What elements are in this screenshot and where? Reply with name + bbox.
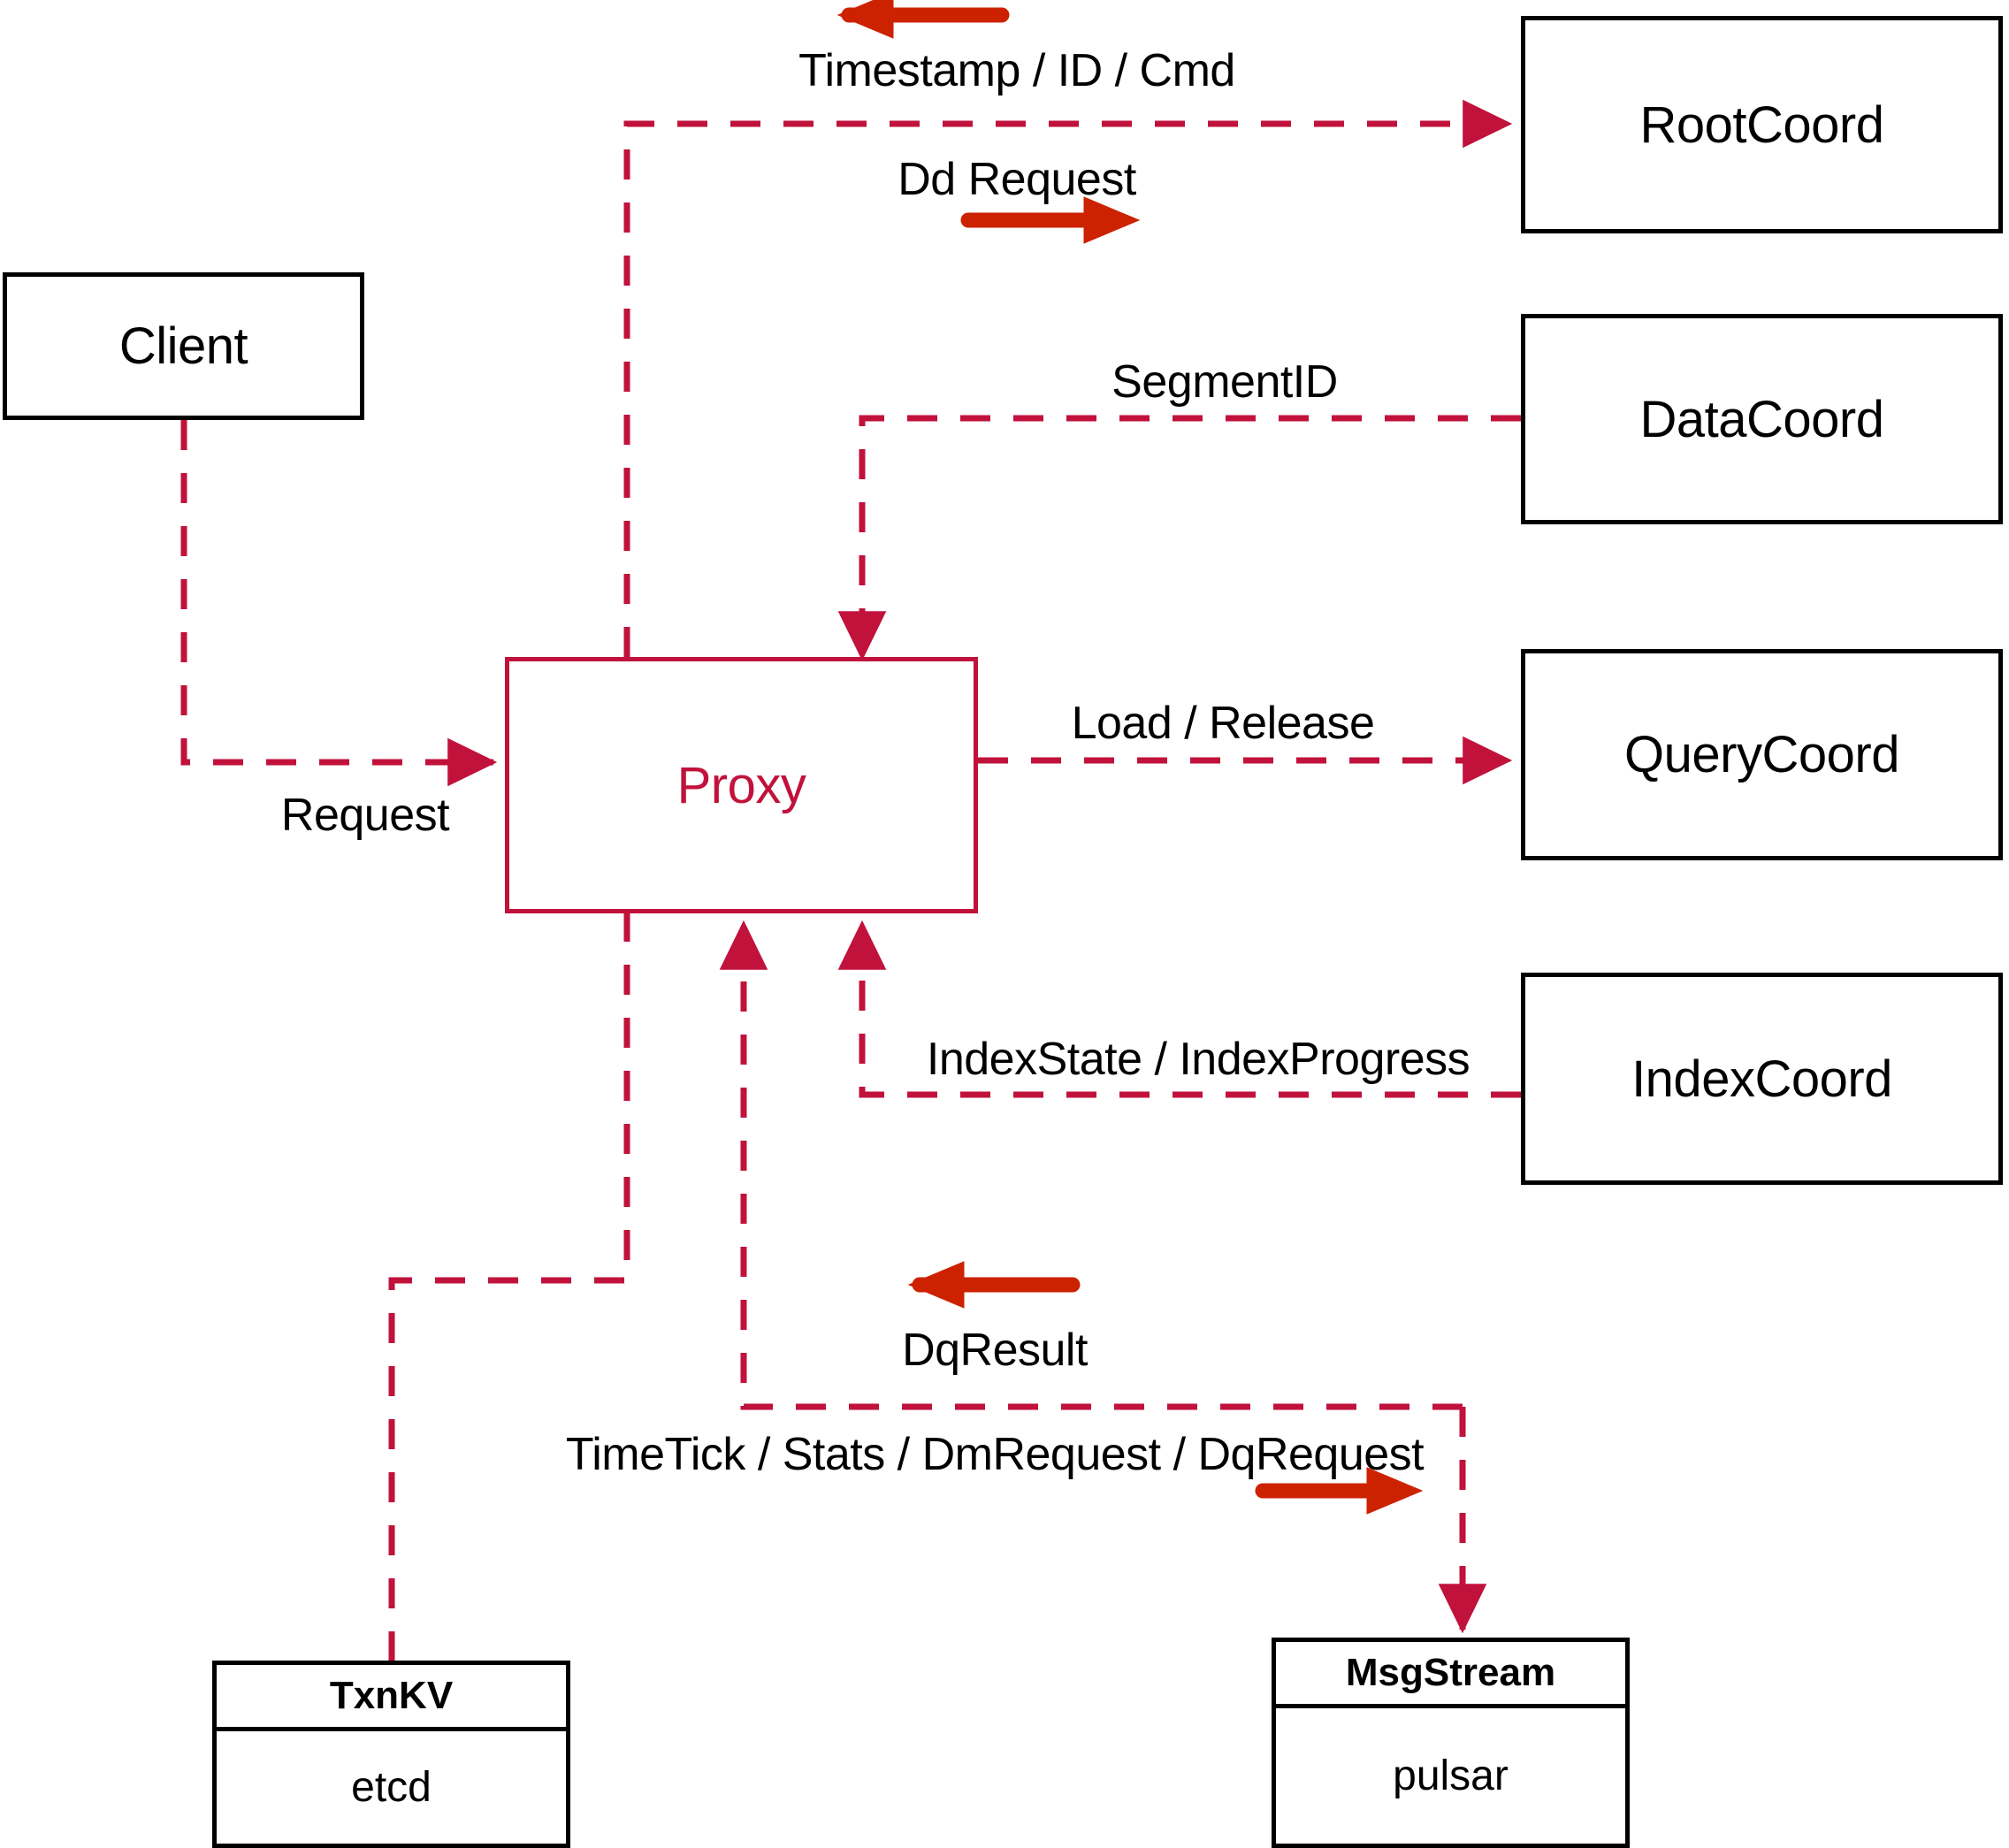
node-proxy[interactable]: Proxy [505, 657, 978, 913]
node-client[interactable]: Client [3, 272, 364, 420]
edge-label-segment-id: SegmentID [1111, 356, 1338, 408]
node-datacoord-label: DataCoord [1639, 390, 1884, 448]
node-querycoord-label: QueryCoord [1624, 726, 1899, 783]
arrow-timetick-right [1255, 1467, 1424, 1515]
edge-label-index-state-progress: IndexState / IndexProgress [926, 1034, 1470, 1085]
edge-label-timestamp-id-cmd: Timestamp / ID / Cmd [798, 45, 1235, 96]
node-querycoord[interactable]: QueryCoord [1521, 649, 2003, 860]
edge-label-timetick-stats: TimeTick / Stats / DmRequest / DqRequest [565, 1429, 1425, 1480]
node-indexcoord[interactable]: IndexCoord [1521, 973, 2003, 1185]
edge-msgstream-proxy [719, 920, 1463, 1410]
arrow-timestamp-left [836, 0, 1010, 39]
arrow-dqresult-left [907, 1261, 1081, 1309]
node-txnkv[interactable]: TxnKV etcd [212, 1661, 570, 1848]
edge-proxy-rootcoord [623, 99, 1513, 657]
node-rootcoord-label: RootCoord [1639, 95, 1884, 154]
node-msgstream-header: MsgStream [1276, 1642, 1625, 1708]
node-txnkv-header: TxnKV [217, 1665, 566, 1731]
edge-client-to-proxy [180, 420, 498, 787]
node-msgstream-impl: pulsar [1393, 1753, 1509, 1799]
node-proxy-label: Proxy [676, 756, 806, 814]
node-txnkv-title: TxnKV [329, 1674, 454, 1717]
edge-label-dq-result: DqResult [902, 1325, 1088, 1376]
edge-datacoord-proxy [837, 415, 1521, 661]
node-msgstream-body: pulsar [1276, 1708, 1625, 1844]
edge-label-load-release: Load / Release [1071, 698, 1375, 749]
edge-proxy-txnkv [388, 912, 630, 1661]
arrow-dd-request-right [960, 196, 1141, 244]
node-txnkv-impl: etcd [351, 1764, 432, 1811]
node-msgstream[interactable]: MsgStream pulsar [1272, 1638, 1630, 1848]
edge-label-dd-request: Dd Request [898, 154, 1136, 205]
node-client-label: Client [118, 317, 248, 375]
node-txnkv-body: etcd [217, 1731, 566, 1844]
edge-indexcoord-proxy [837, 920, 1521, 1098]
node-rootcoord[interactable]: RootCoord [1521, 16, 2003, 233]
node-msgstream-title: MsgStream [1345, 1651, 1556, 1694]
node-indexcoord-label: IndexCoord [1631, 1050, 1892, 1108]
node-datacoord[interactable]: DataCoord [1521, 314, 2003, 524]
edge-label-request: Request [280, 790, 450, 841]
